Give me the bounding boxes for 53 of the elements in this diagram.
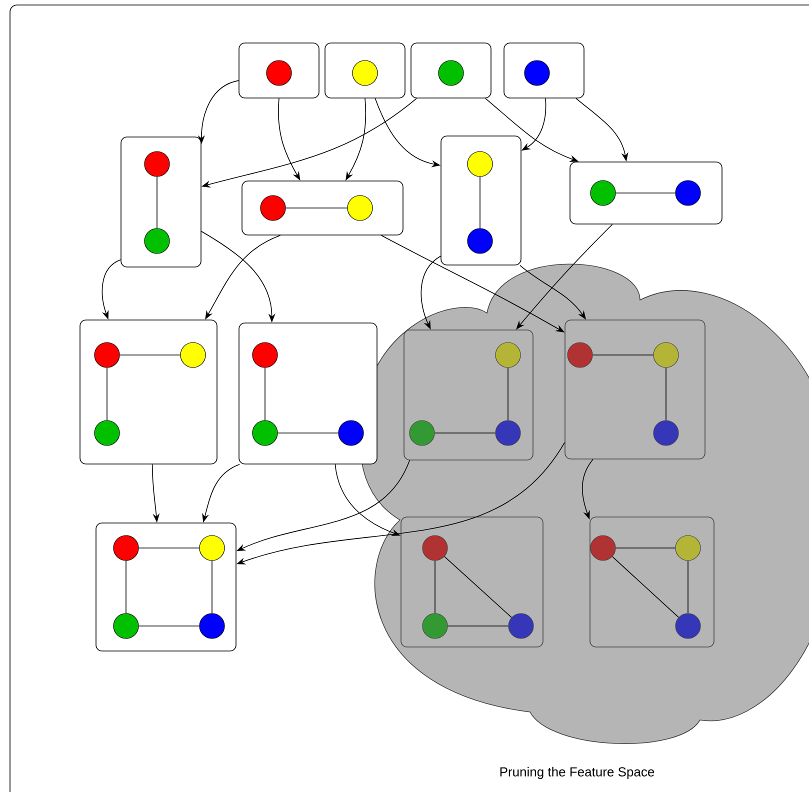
vertex-circle — [567, 342, 593, 368]
vertex-circle — [590, 535, 616, 561]
graph-box — [400, 516, 544, 648]
graph-box — [120, 136, 202, 268]
vertex-circle — [508, 613, 534, 639]
vertex-circle — [199, 535, 225, 561]
vertex-circle — [180, 342, 206, 368]
graph-edge-line — [119, 354, 181, 356]
graph-edge-line — [434, 560, 436, 614]
vertex-circle — [199, 613, 225, 639]
vertex-circle — [338, 420, 364, 446]
graph-edge-line — [592, 354, 654, 356]
vertex-circle — [422, 535, 448, 561]
vertex-circle — [495, 420, 521, 446]
vertex-circle — [467, 228, 493, 254]
graph-edge-line — [264, 367, 266, 421]
graph-box — [238, 322, 378, 464]
vertex-circle — [252, 420, 278, 446]
graph-box — [80, 320, 218, 464]
vertex-circle — [260, 195, 286, 221]
vertex-circle — [144, 151, 170, 177]
vertex-circle — [422, 613, 448, 639]
vertex-circle — [94, 342, 120, 368]
vertex-circle — [653, 420, 679, 446]
graph-box — [564, 320, 706, 460]
vertex-circle — [495, 342, 521, 368]
vertex-circle — [438, 60, 464, 86]
vertex-circle — [94, 420, 120, 446]
vertex-circle — [590, 180, 616, 206]
graph-edge-line — [156, 176, 158, 229]
vertex-circle — [352, 60, 378, 86]
graph-edge-line — [106, 367, 108, 421]
vertex-circle — [675, 613, 701, 639]
vertex-circle — [675, 180, 701, 206]
vertex-circle — [467, 151, 493, 177]
vertex-circle — [675, 535, 701, 561]
vertex-circle — [113, 535, 139, 561]
vertex-circle — [409, 420, 435, 446]
vertex-circle — [524, 60, 550, 86]
vertex-circle — [266, 60, 292, 86]
vertex-circle — [144, 228, 170, 254]
graph-edge-line — [615, 192, 676, 194]
cloud-label: Pruning the Feature Space — [500, 766, 654, 780]
vertex-circle — [252, 342, 278, 368]
vertex-circle — [113, 613, 139, 639]
graph-edge-line — [612, 556, 679, 618]
vertex-circle — [347, 195, 373, 221]
vertex-circle — [653, 342, 679, 368]
graph-edge-line — [434, 432, 496, 434]
graph-edge-line — [277, 432, 339, 434]
graph-box — [440, 136, 522, 266]
graph-box — [404, 330, 534, 460]
graph-edge-line — [444, 556, 512, 618]
